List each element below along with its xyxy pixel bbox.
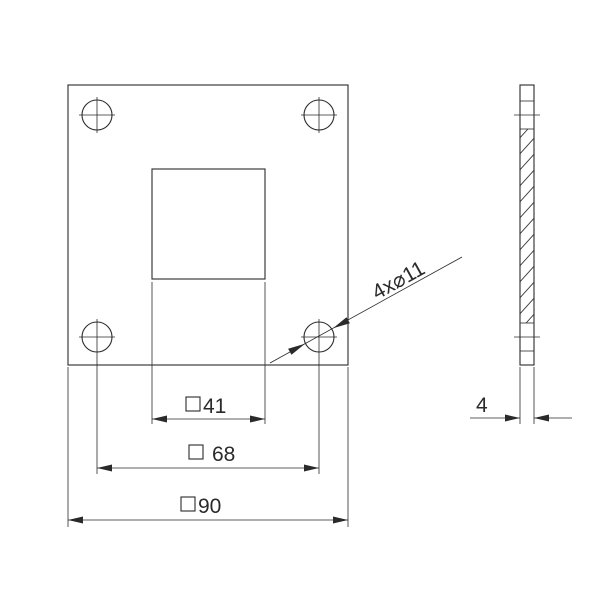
hatch-line	[520, 129, 529, 139]
hatch-line	[525, 313, 534, 323]
hatch-line	[520, 249, 534, 267]
hole-bottom-left	[79, 319, 115, 355]
side-view: 4	[470, 84, 572, 424]
hole-bottom-right	[301, 319, 337, 355]
hatch-line	[520, 185, 534, 203]
square-symbol	[185, 396, 201, 412]
dimension-41: 41	[152, 395, 265, 423]
inner-cutout	[151, 168, 266, 280]
hatch-line	[520, 137, 534, 155]
dimension-90: 90	[68, 495, 348, 524]
plate-outline	[67, 84, 349, 366]
side-plate	[519, 84, 535, 366]
hatch-line	[520, 297, 534, 315]
front-view: 41 68 90 4x⌀11	[67, 84, 463, 527]
hole-callout: 4x⌀11	[269, 256, 463, 364]
hatch-line	[518, 328, 536, 348]
hole-callout-label: 4x⌀11	[368, 257, 429, 305]
square-symbol	[188, 444, 204, 460]
hole-top-right	[301, 97, 337, 133]
dimension-41-label: 41	[203, 395, 226, 418]
dimension-68: 68	[97, 443, 319, 472]
square-symbol	[180, 496, 196, 512]
hatch-line	[520, 217, 534, 235]
dimension-68-label: 68	[212, 443, 235, 466]
dimension-thickness: 4	[470, 367, 572, 424]
hatch-line	[520, 265, 534, 283]
hatch-line	[520, 169, 534, 187]
hatch-line	[520, 281, 534, 299]
section-hatching	[518, 129, 536, 348]
hatch-line	[520, 153, 534, 171]
dimension-90-label: 90	[198, 495, 221, 518]
hatch-line	[520, 201, 534, 219]
thickness-label: 4	[476, 394, 488, 417]
hatch-line	[520, 233, 534, 251]
hole-top-left	[79, 97, 115, 133]
